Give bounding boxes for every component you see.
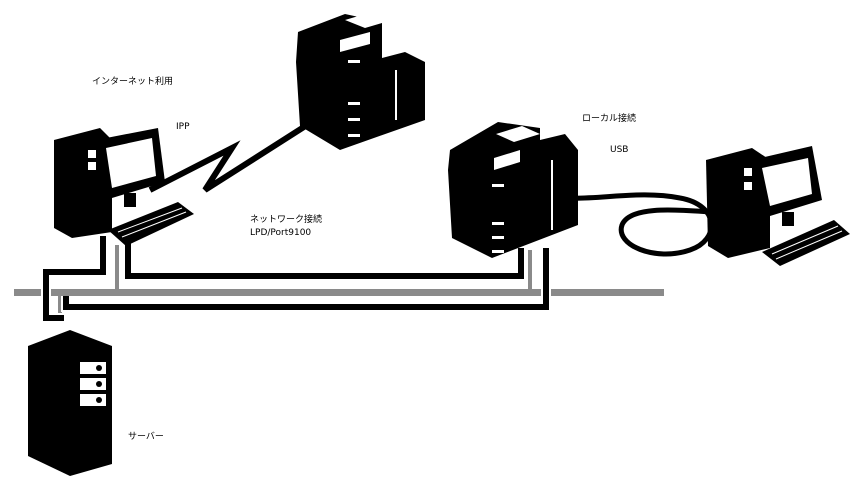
ipp-label: IPP (176, 122, 190, 132)
center-printer (448, 122, 578, 258)
server (28, 330, 112, 476)
internet-label: インターネット利用 (92, 77, 174, 87)
usb-cable (564, 192, 714, 257)
right-pc (706, 146, 850, 266)
lpd-port-label: LPD/Port9100 (250, 228, 312, 238)
usb-label: USB (610, 145, 629, 155)
top-printer (296, 12, 425, 150)
network-cables (41, 236, 551, 323)
lan-backbone (14, 289, 664, 296)
network-connection-label: ネットワーク接続 (250, 215, 323, 225)
internet-link (148, 115, 320, 193)
local-connection-label: ローカル接続 (582, 114, 637, 124)
left-pc (54, 128, 194, 246)
server-label: サーバー (128, 432, 164, 442)
